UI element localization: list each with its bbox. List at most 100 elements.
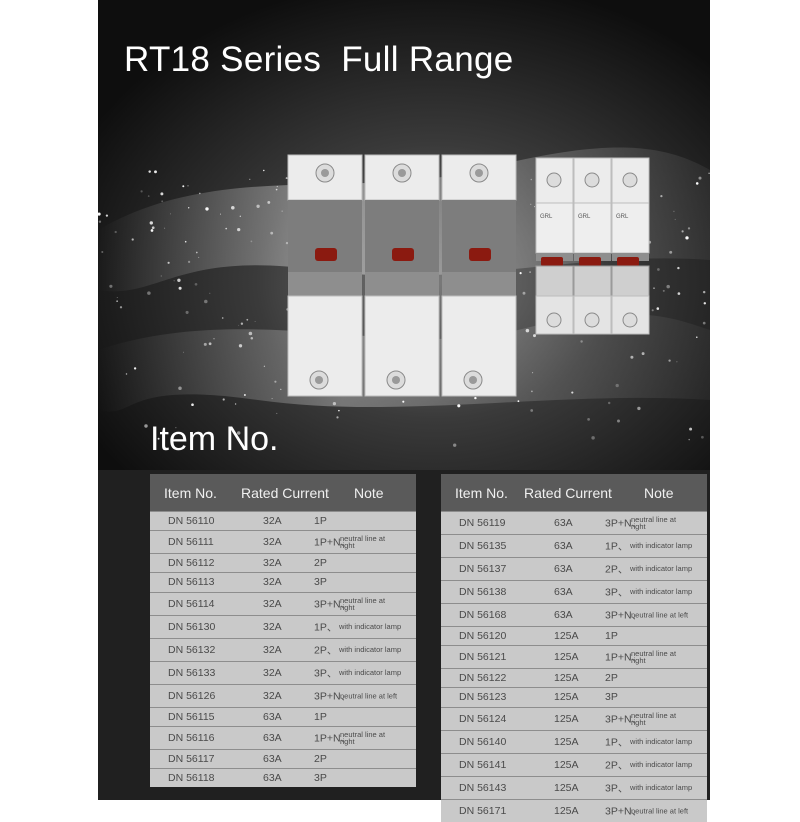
brand-label: GRL [616,214,629,220]
note: 2P、 [605,759,629,772]
note: 2P [605,672,618,685]
item-number: DN 56123 [459,691,507,704]
rated-current: 125A [554,758,579,771]
rated-current: 125A [554,630,579,643]
note-detail: with indicator lamp [630,541,693,550]
rated-current: 32A [263,620,282,633]
table-row: DN 56123 125A 3P [441,687,707,707]
note-detail: neutral line at right [631,515,677,531]
item-number: DN 56116 [168,731,215,744]
rated-current: 63A [554,586,573,598]
note-detail: neutral line at right [340,534,386,551]
table-row: DN 56132 32A 2P、with indicator lamp [150,637,416,661]
header-current: Rated Current [241,485,329,501]
rated-current: 32A [263,576,282,589]
note: 3P、 [605,782,629,795]
item-number: DN 56122 [459,672,507,685]
note: 3P [605,691,618,704]
note: 3P、 [605,586,629,599]
rated-current: 63A [263,710,282,723]
item-number: DN 56119 [459,517,506,529]
rated-current: 32A [263,666,282,679]
table-row: DN 56115 63A 1P [150,706,416,726]
note: 3P+N、 [314,598,352,611]
note-detail: neutral line at right [631,710,677,727]
note: 2P、 [314,644,338,657]
note: 3P+N、 [314,690,352,703]
rated-current: 125A [554,781,579,794]
note-detail: neutral line at left [631,806,689,816]
table-row: DN 56122 125A 2P [441,668,707,688]
rated-current: 32A [263,643,282,656]
note-detail: with indicator lamp [630,736,693,746]
note: 3P [314,576,327,589]
rated-current: 32A [263,557,282,570]
small-fuse-holder: GRL GRL GRL [535,157,650,335]
rated-current: 63A [554,540,573,552]
note-detail: with indicator lamp [630,587,693,596]
table-row: DN 56133 32A 3P、with indicator lamp [150,660,416,684]
rated-current: 32A [263,689,282,702]
item-number: DN 56132 [168,643,216,656]
note: 2P [314,752,327,765]
note: 2P、 [605,563,629,576]
item-number: DN 56140 [459,735,507,748]
rated-current: 32A [263,515,282,528]
large-fuse-holder [287,154,517,397]
note-detail: with indicator lamp [630,759,693,769]
item-number: DN 56115 [168,710,215,723]
note-detail: with indicator lamp [339,644,402,654]
rated-current: 125A [554,804,579,817]
item-number: DN 56135 [459,540,507,552]
rated-current: 32A [263,597,282,610]
note: 3P、 [314,667,338,680]
item-number: DN 56171 [459,804,507,817]
note: 1P [605,630,618,643]
header-note: Note [644,485,674,501]
note: 1P+N、 [314,732,352,745]
note: 3P+N、 [605,713,643,726]
item-heading: Item No. [150,420,279,458]
item-number: DN 56130 [168,620,216,633]
rated-current: 125A [554,691,579,704]
item-number: DN 56120 [459,630,507,643]
item-number: DN 56126 [168,689,216,702]
rated-current: 63A [554,517,573,529]
rated-current: 63A [263,731,282,744]
item-number: DN 56114 [168,597,215,610]
note: 1P [314,710,327,723]
note-detail: with indicator lamp [339,667,402,677]
note: 2P [314,557,327,570]
rated-current: 63A [263,772,282,785]
note-detail: with indicator lamp [630,782,693,792]
rated-current: 125A [554,651,579,664]
item-number: DN 56121 [459,651,507,664]
brand-label: GRL [578,214,591,220]
item-number: DN 56133 [168,666,216,679]
rated-current: 125A [554,672,579,685]
item-number: DN 56143 [459,781,507,794]
note-detail: neutral line at left [340,691,398,701]
table-row: DN 56120 125A 1P [441,626,707,646]
note: 1P、 [605,540,629,553]
note: 3P [314,772,327,785]
item-number: DN 56118 [168,772,215,785]
item-number: DN 56110 [168,515,215,528]
brand-label: GRL [540,214,553,220]
item-number: DN 56168 [459,609,507,621]
rated-current: 63A [263,752,282,765]
